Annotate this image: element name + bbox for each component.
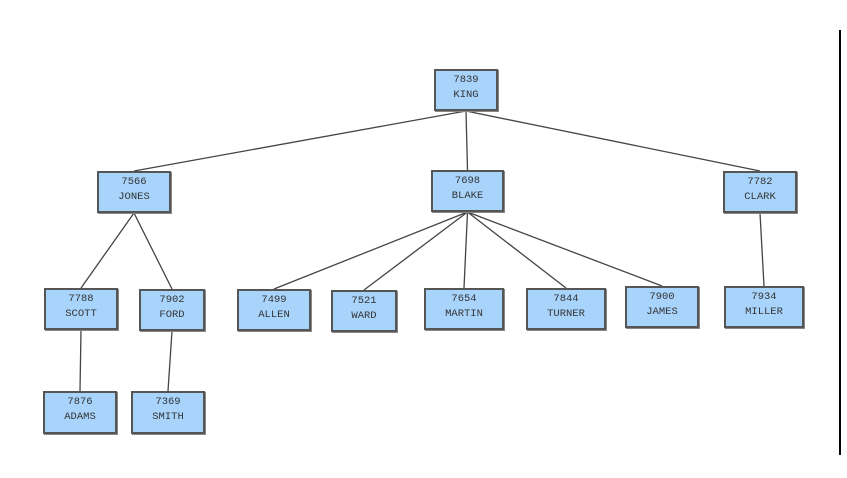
frame-border (839, 30, 841, 455)
node-id: 7788 (68, 293, 94, 305)
node-name: MILLER (745, 306, 783, 318)
node-id: 7876 (67, 396, 93, 408)
edge-7698-7521 (363, 211, 468, 291)
node-name: JAMES (646, 306, 678, 318)
node-id: 7902 (159, 294, 185, 306)
node-name: WARD (351, 310, 377, 322)
edge-7839-7566 (133, 110, 467, 172)
node-name: SCOTT (65, 308, 97, 320)
node-id: 7900 (649, 291, 675, 303)
node-id: 7566 (121, 176, 147, 188)
node-id: 7698 (454, 175, 481, 187)
edge-7788-7876 (79, 329, 82, 392)
node-name: ADAMS (64, 411, 96, 423)
node-name: JONES (118, 191, 150, 203)
node-name: CLARK (744, 191, 776, 203)
node-id: 7369 (155, 396, 181, 408)
node-id: 7934 (751, 291, 777, 303)
node-id: 7499 (261, 294, 287, 306)
node-name: FORD (159, 309, 185, 321)
edge-7698-7844 (467, 211, 567, 289)
edge-7839-7698 (465, 110, 469, 171)
node-id: 7521 (351, 295, 377, 307)
node-name: KING (453, 89, 479, 101)
edge-7566-7788 (80, 212, 135, 289)
edge-7698-7499 (273, 211, 468, 290)
node-name: TURNER (547, 308, 585, 320)
node-name: BLAKE (451, 190, 484, 202)
node-name: SMITH (152, 411, 184, 423)
node-name: MARTIN (445, 308, 483, 320)
edge-7839-7782 (465, 110, 761, 172)
edge-7902-7369 (167, 330, 173, 392)
node-id: 7839 (453, 74, 479, 86)
node-id: 7782 (747, 176, 773, 188)
node-name: ALLEN (258, 309, 290, 321)
edge-7698-7654 (463, 211, 469, 289)
edge-7698-7900 (467, 211, 663, 287)
edge-7566-7902 (133, 212, 173, 290)
node-id: 7654 (451, 293, 477, 305)
edge-7782-7934 (759, 212, 765, 287)
node-id: 7844 (553, 293, 579, 305)
